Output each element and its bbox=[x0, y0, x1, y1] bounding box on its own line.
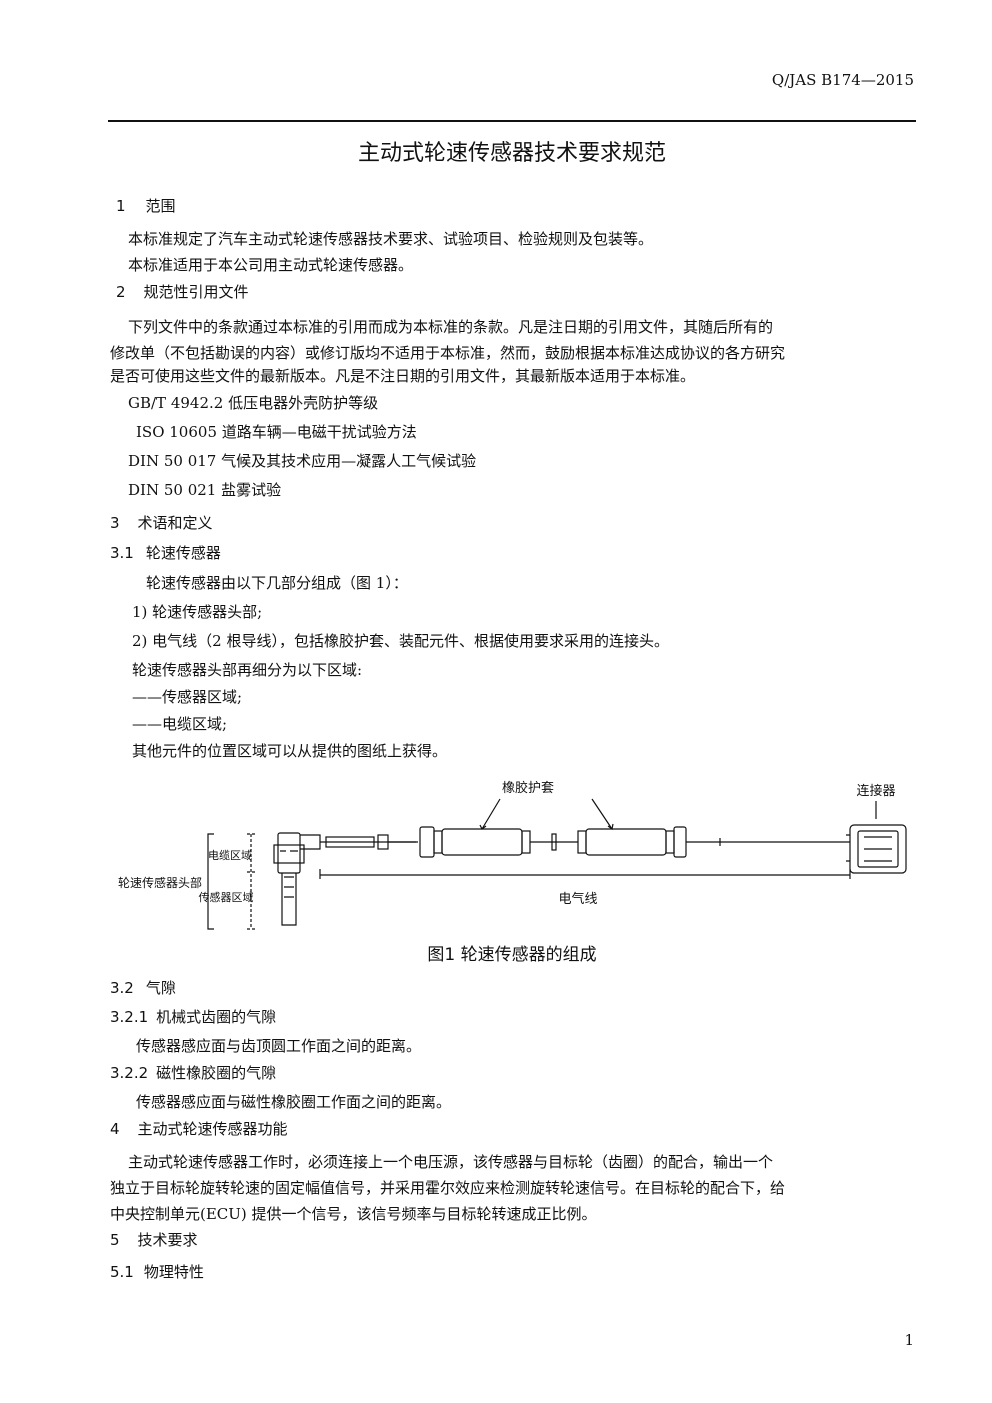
connector-label: 连接器 bbox=[856, 783, 895, 799]
paragraph-line: 修改单（不包括勘误的内容）或修订版均不适用于本标准，然而，鼓励根据本标准达成协议… bbox=[110, 344, 786, 362]
document-title: 主动式轮速传感器技术要求规范 bbox=[357, 141, 666, 166]
section-title: 物理特性 bbox=[143, 1263, 204, 1281]
section-3-heading: 3 术语和定义 bbox=[110, 514, 213, 532]
paragraph: 轮速传感器头部再细分为以下区域: bbox=[132, 661, 363, 679]
section-number: 1 bbox=[116, 197, 126, 215]
section-1-heading: 1 范围 bbox=[116, 197, 176, 215]
section-title: 术语和定义 bbox=[137, 514, 213, 532]
paragraph: 轮速传感器由以下几部分组成（图 1）： bbox=[146, 574, 408, 592]
subsection-5-1-heading: 5.1 物理特性 bbox=[110, 1263, 204, 1281]
subsection-3-2-2-heading: 3.2.2 磁性橡胶圈的气隙 bbox=[110, 1064, 277, 1082]
section-title: 范围 bbox=[145, 197, 176, 215]
section-5-heading: 5 技术要求 bbox=[110, 1231, 198, 1249]
section-number: 4 bbox=[110, 1120, 120, 1138]
paragraph-line: 独立于目标轮旋转轮速的固定幅值信号，并采用霍尔效应来检测旋转轮速信号。在目标轮的… bbox=[110, 1179, 786, 1197]
list-item: 2) 电气线（2 根导线），包括橡胶护套、装配元件、根据使用要求采用的连接头。 bbox=[132, 632, 669, 650]
rubber-arrow-right bbox=[591, 798, 613, 830]
section-title: 规范性引用文件 bbox=[143, 283, 249, 301]
cable-zone-label: 电缆区域 bbox=[208, 849, 252, 862]
electrical-wire-label: 电气线 bbox=[558, 891, 597, 907]
section-title: 主动式轮速传感器功能 bbox=[137, 1120, 288, 1138]
subsection-3-2-heading: 3.2 气隙 bbox=[110, 979, 176, 997]
paragraph: 传感器感应面与磁性橡胶圈工作面之间的距离。 bbox=[136, 1093, 452, 1111]
dash-item: ——传感器区域; bbox=[132, 688, 243, 706]
paragraph-line: 中央控制单元(ECU) 提供一个信号，该信号频率与目标轮转速成正比例。 bbox=[110, 1205, 597, 1223]
section-number: 3.2 bbox=[110, 979, 134, 997]
figure-caption: 图1 轮速传感器的组成 bbox=[427, 945, 597, 965]
reference-item: DIN 50 017 气候及其技术应用—凝露人工气候试验 bbox=[128, 452, 477, 470]
header-rule bbox=[108, 120, 916, 122]
cable-drawing bbox=[320, 834, 418, 850]
paragraph-line: 下列文件中的条款通过本标准的引用而成为本标准的条款。凡是注日期的引用文件，其随后… bbox=[128, 318, 774, 336]
section-4-heading: 4 主动式轮速传感器功能 bbox=[110, 1120, 288, 1138]
paragraph: 传感器感应面与齿顶圆工作面之间的距离。 bbox=[136, 1037, 422, 1055]
section-number: 3.2.1 bbox=[110, 1008, 149, 1026]
section-title: 技术要求 bbox=[137, 1231, 198, 1249]
section-2-heading: 2 规范性引用文件 bbox=[116, 283, 249, 301]
subsection-3-1-heading: 3.1 轮速传感器 bbox=[110, 544, 221, 562]
connector-drawing bbox=[846, 824, 907, 874]
paragraph-line: 是否可使用这些文件的最新版本。凡是不注日期的引用文件，其最新版本适用于本标准。 bbox=[110, 367, 696, 385]
zone-dimension-line bbox=[247, 833, 255, 930]
reference-item: ISO 10605 道路车辆—电磁干扰试验方法 bbox=[136, 423, 417, 441]
rubber-sheath-drawing bbox=[419, 826, 687, 858]
sensor-head-label: 轮速传感器头部 bbox=[118, 875, 202, 890]
reference-item: DIN 50 021 盐雾试验 bbox=[128, 481, 282, 499]
standard-code: Q/JAS B174—2015 bbox=[771, 71, 914, 89]
head-bracket bbox=[207, 833, 214, 930]
section-title: 磁性橡胶圈的气隙 bbox=[156, 1064, 277, 1082]
paragraph-line: 主动式轮速传感器工作时，必须连接上一个电压源，该传感器与目标轮（齿圈）的配合，输… bbox=[128, 1153, 774, 1171]
reference-item: GB/T 4942.2 低压电器外壳防护等级 bbox=[128, 394, 379, 412]
wire-dimension-line bbox=[319, 869, 851, 879]
list-item: 1) 轮速传感器头部; bbox=[132, 603, 263, 621]
section-number: 3.1 bbox=[110, 544, 134, 562]
sensor-zone-label: 传感器区域 bbox=[199, 891, 254, 904]
subsection-3-2-1-heading: 3.2.1 机械式齿圈的气隙 bbox=[110, 1008, 277, 1026]
page-number: 1 bbox=[904, 1331, 914, 1349]
section-number: 2 bbox=[116, 283, 126, 301]
section-number: 3.2.2 bbox=[110, 1064, 149, 1082]
section-number: 3 bbox=[110, 514, 120, 532]
paragraph: 本标准规定了汽车主动式轮速传感器技术要求、试验项目、检验规则及包装等。 bbox=[128, 230, 654, 248]
section-title: 气隙 bbox=[145, 979, 176, 997]
section-number: 5 bbox=[110, 1231, 120, 1249]
section-number: 5.1 bbox=[110, 1263, 134, 1281]
section-title: 机械式齿圈的气隙 bbox=[156, 1008, 277, 1026]
sensor-composition-figure: 橡胶护套 连接器 轮速传感器头部 电缆区域 传感器区域 bbox=[118, 780, 907, 930]
sensor-head-drawing bbox=[273, 832, 321, 926]
paragraph: 本标准适用于本公司用主动式轮速传感器。 bbox=[128, 256, 414, 274]
rubber-arrow-left bbox=[481, 798, 501, 830]
paragraph: 其他元件的位置区域可以从提供的图纸上获得。 bbox=[132, 742, 448, 760]
dash-item: ——电缆区域; bbox=[132, 715, 228, 733]
rubber-sheath-label: 橡胶护套 bbox=[502, 780, 554, 796]
section-title: 轮速传感器 bbox=[145, 544, 221, 562]
